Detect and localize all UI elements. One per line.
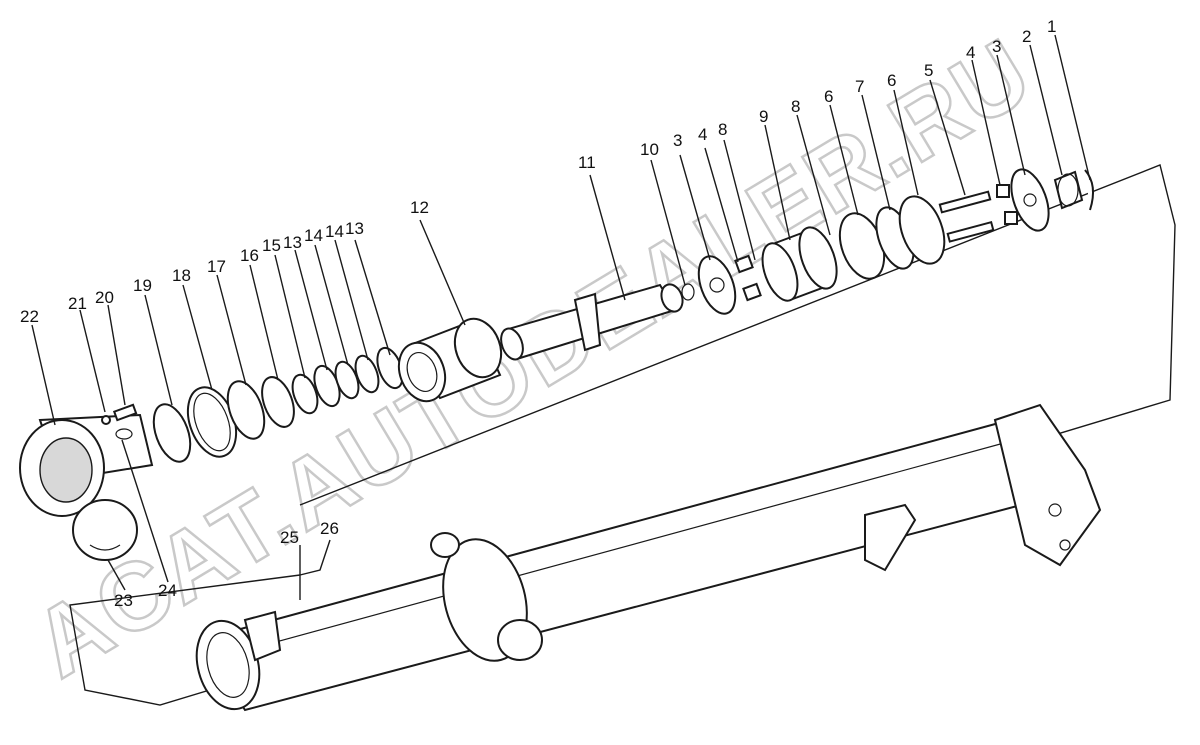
callout-8-mid: 8 xyxy=(791,97,800,116)
callout-4-top: 4 xyxy=(966,43,975,62)
callout-12: 12 xyxy=(410,198,429,217)
callout-20: 20 xyxy=(95,288,114,307)
rod-eye-22 xyxy=(19,413,154,517)
callout-7: 7 xyxy=(855,77,864,96)
callout-19: 19 xyxy=(133,276,152,295)
callout-6: 6 xyxy=(824,87,833,106)
piston-assembly xyxy=(697,195,946,315)
callout-2: 2 xyxy=(1022,27,1031,46)
callout-11: 11 xyxy=(578,153,596,172)
callout-5: 5 xyxy=(924,61,933,80)
callout-18: 18 xyxy=(172,266,191,285)
leader-lines xyxy=(31,34,1091,600)
callout-21: 21 xyxy=(68,294,87,313)
callout-15: 15 xyxy=(262,236,281,255)
callout-9: 9 xyxy=(759,107,768,126)
gland-12 xyxy=(397,317,503,403)
callout-22: 22 xyxy=(20,307,39,326)
callout-13-left: 13 xyxy=(283,233,302,252)
callout-10: 10 xyxy=(640,140,659,159)
callout-23: 23 xyxy=(114,591,133,610)
ring-stack xyxy=(152,346,404,463)
end-hardware xyxy=(938,168,1095,243)
callout-24: 24 xyxy=(158,581,177,600)
callout-17: 17 xyxy=(207,257,226,276)
callout-8: 8 xyxy=(718,120,727,139)
callout-1: 1 xyxy=(1047,17,1056,36)
callout-26: 26 xyxy=(320,519,339,538)
callout-25: 25 xyxy=(280,528,299,547)
callout-16: 16 xyxy=(240,246,259,265)
callout-14-left: 14 xyxy=(304,226,323,245)
ball-23 xyxy=(72,499,138,561)
callout-6-top: 6 xyxy=(887,71,896,90)
callout-13-right: 13 xyxy=(345,219,364,238)
grease-fitting-20-21 xyxy=(101,403,138,440)
callout-4: 4 xyxy=(698,125,707,144)
callout-3-top: 3 xyxy=(992,37,1001,56)
callout-14-right: 14 xyxy=(325,222,344,241)
callout-3: 3 xyxy=(673,131,682,150)
cylinder-barrel xyxy=(195,403,1102,712)
callout-labels: 1 2 3 4 5 6 7 6 8 9 8 4 3 10 11 12 13 14… xyxy=(20,17,1056,610)
piston-rod-11 xyxy=(500,283,695,361)
